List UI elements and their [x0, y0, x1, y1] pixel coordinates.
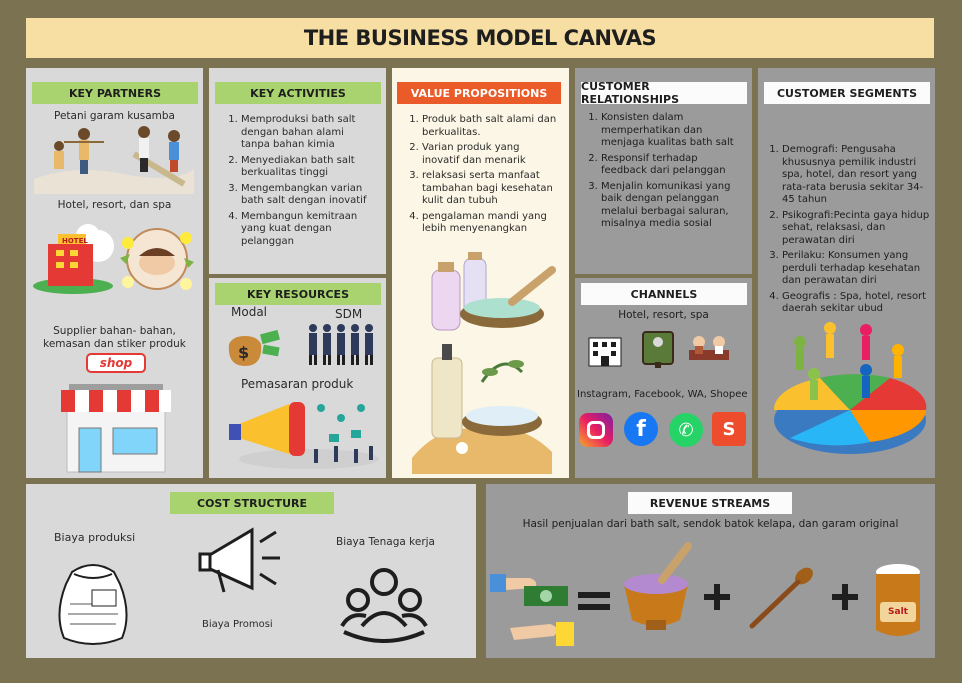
cost-tenaga-text: Biaya Tenaga kerja	[336, 536, 435, 548]
value-propositions-box: VALUE PROPOSITIONS Produk bath salt alam…	[392, 68, 569, 478]
revenue-streams-label: REVENUE STREAMS	[628, 492, 792, 514]
partner-hotel-text: Hotel, resort, dan spa	[57, 199, 172, 211]
list-item: Mengembangkan varian bath salt dengan in…	[241, 183, 375, 208]
list-item: Konsisten dalam memperhatikan dan menjag…	[601, 112, 745, 150]
partner-farmers-text: Petani garam kusamba	[54, 110, 175, 122]
bath-salt-bowl-icon	[624, 542, 692, 630]
list-item: Memproduksi bath salt dengan bahan alami…	[241, 114, 375, 152]
list-item: Geografis : Spa, hotel, resort daerah se…	[782, 291, 934, 316]
team-people-icon	[309, 324, 373, 365]
hotel-illustration	[33, 224, 114, 294]
team-icon	[340, 568, 428, 643]
revenue-desc-text: Hasil penjualan dari bath salt, sendok b…	[522, 518, 899, 530]
partner-supplier-text: Supplier bahan- bahan, kemasan dan stike…	[43, 325, 186, 350]
customer-segments-label: CUSTOMER SEGMENTS	[764, 82, 930, 104]
customer-segments-list: Demografi: Pengusaha khususnya pemilik i…	[766, 144, 934, 319]
instagram-icon[interactable]	[579, 413, 613, 447]
key-activities-label: KEY ACTIVITIES	[215, 82, 381, 104]
list-item: Produk bath salt alami dan berkualitas.	[422, 114, 560, 139]
list-item: Demografi: Pengusaha khususnya pemilik i…	[782, 144, 934, 207]
revenue-streams-box: REVENUE STREAMS Hasil penjualan dari bat…	[486, 484, 935, 658]
list-item: pengalaman mandi yang lebih menyenangkan	[422, 211, 560, 236]
farmers-illustration	[34, 126, 194, 194]
list-item: Membangun kemitraan yang kuat dengan pel…	[241, 211, 375, 249]
money-hand-icon	[490, 574, 574, 646]
channels-online-text: Instagram, Facebook, WA, Shopee	[577, 389, 748, 400]
value-propositions-list: Produk bath salt alami dan berkualitas. …	[406, 114, 560, 239]
value-propositions-label: VALUE PROPOSITIONS	[397, 82, 561, 104]
channels-label: CHANNELS	[581, 283, 747, 305]
hotel-sign: HOTEL	[62, 237, 88, 245]
resort-sign-icon	[642, 331, 674, 368]
shopee-icon[interactable]: S	[712, 412, 746, 446]
cost-produksi-text: Biaya produksi	[54, 531, 136, 544]
list-item: Responsif terhadap feedback dari pelangg…	[601, 153, 745, 178]
sack-icon	[58, 564, 128, 645]
list-item: Menjalin komunikasi yang baik dengan pel…	[601, 181, 745, 231]
plus-icon	[704, 584, 730, 610]
list-item: relaksasi serta manfaat tambahan bagi ke…	[422, 170, 560, 208]
salt-jar-icon	[876, 564, 920, 636]
shop-sign: shop	[99, 356, 133, 370]
megaphone-marketing-icon	[229, 402, 379, 469]
whatsapp-icon[interactable]: ✆	[669, 413, 703, 447]
key-partners-label: KEY PARTNERS	[32, 82, 198, 104]
pemasaran-text: Pemasaran produk	[241, 377, 354, 391]
list-item: Perilaku: Konsumen yang perduli terhadap…	[782, 250, 934, 288]
facebook-icon[interactable]: f	[624, 412, 658, 446]
list-item: Psikografi:Pecinta gaya hidup sehat, rel…	[782, 210, 934, 248]
salt-jar-label: Salt	[888, 607, 908, 617]
equals-icon	[578, 592, 610, 610]
bath-salt-product-illustration	[412, 252, 556, 474]
list-item: Varian produk yang inovatif dan menarik	[422, 142, 560, 167]
key-activities-list: Memproduksi bath salt dengan bahan alami…	[225, 114, 375, 251]
list-item: Menyediakan bath salt berkualitas tinggi	[241, 155, 375, 180]
title-bar: THE BUSINESS MODEL CANVAS	[26, 18, 934, 58]
money-bag-icon: $	[228, 329, 280, 366]
wooden-spoon-icon	[749, 567, 813, 629]
customer-relationships-label: CUSTOMER RELATIONSHIPS	[581, 80, 747, 106]
modal-text: Modal	[231, 305, 267, 319]
customer-segments-box: CUSTOMER SEGMENTS Demografi: Pengusaha k…	[758, 68, 935, 478]
spa-illustration	[120, 228, 194, 290]
cost-structure-box: COST STRUCTURE Biaya produksi Biaya Prom…	[26, 484, 476, 658]
customer-relationships-list: Konsisten dalam memperhatikan dan menjag…	[585, 112, 745, 234]
hotel-building-icon	[588, 337, 622, 367]
channels-box: CHANNELS Hotel, resort, spa Instagram, F…	[575, 278, 752, 478]
key-activities-box: KEY ACTIVITIES Memproduksi bath salt den…	[209, 68, 386, 274]
spa-massage-icon	[689, 336, 729, 360]
shop-illustration	[61, 353, 171, 473]
channels-offline-text: Hotel, resort, spa	[618, 309, 709, 321]
megaphone-icon	[198, 527, 280, 593]
sdm-text: SDM	[335, 307, 363, 321]
cost-structure-label: COST STRUCTURE	[170, 492, 334, 514]
page-title: THE BUSINESS MODEL CANVAS	[303, 26, 657, 50]
key-resources-label: KEY RESOURCES	[215, 283, 381, 305]
customer-relationships-box: CUSTOMER RELATIONSHIPS Konsisten dalam m…	[575, 68, 752, 274]
plus-icon	[832, 584, 858, 610]
cost-promosi-text: Biaya Promosi	[202, 619, 273, 630]
key-resources-box: KEY RESOURCES Modal SDM $ Pemasaran prod…	[209, 278, 386, 478]
key-partners-box: KEY PARTNERS Petani garam kusamba Hotel,…	[26, 68, 203, 478]
market-segment-pie-illustration	[773, 322, 927, 454]
svg-text:$: $	[238, 343, 249, 362]
